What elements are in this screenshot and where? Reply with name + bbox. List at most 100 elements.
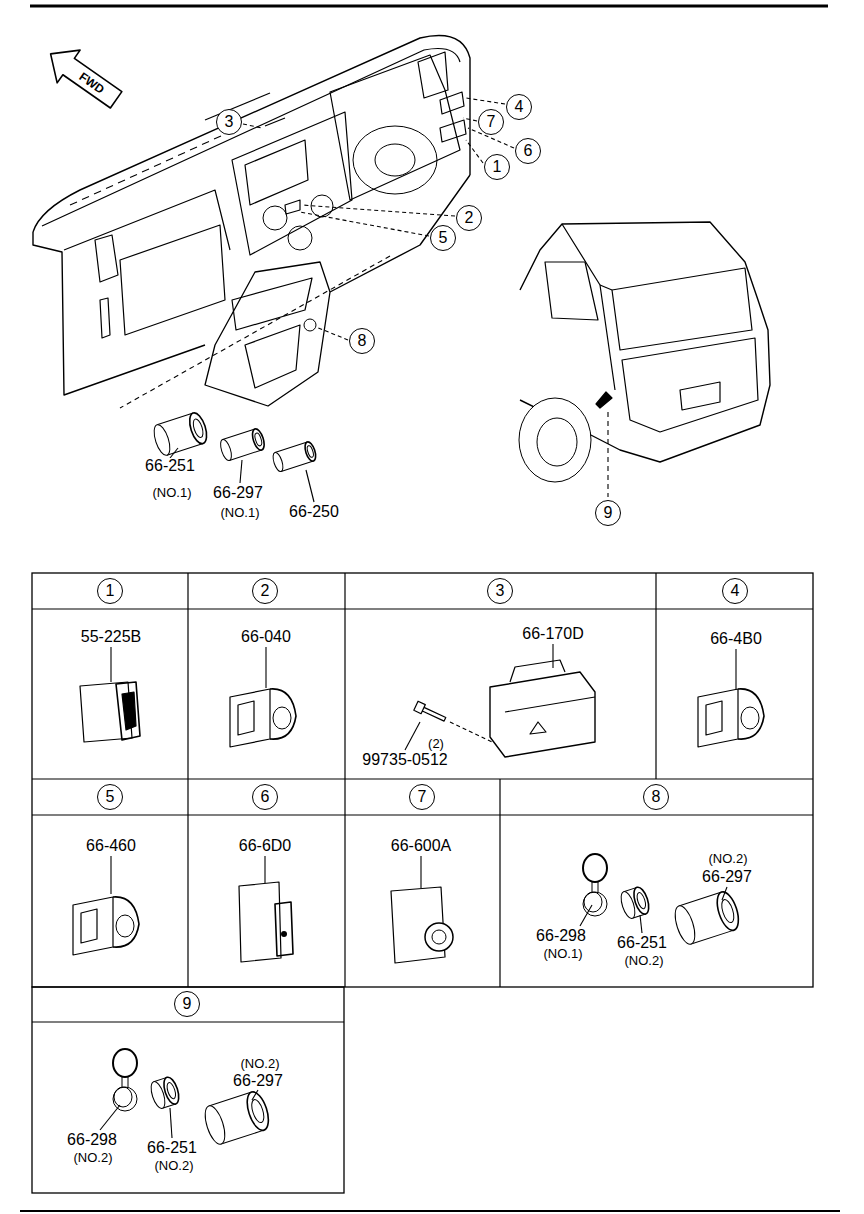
defroster-slot [190,147,197,150]
socket-cap-plug [583,892,607,916]
side-vent [95,235,118,282]
callout-number: 1 [484,154,510,180]
leader-line [243,124,262,128]
dash-lower-left [33,232,205,395]
section-number: 8 [643,784,669,810]
leader-line [607,412,608,497]
socket-bushing [148,1075,181,1110]
part-note: (NO.1) [543,947,584,960]
fwd-arrow [39,38,127,117]
parts-table [32,573,813,1193]
dimmer-switch-body [239,882,281,962]
dimmer-switch [239,882,293,962]
callout-text: 8 [358,333,367,349]
socket-sleeve [151,411,210,457]
center-panel-slot [265,118,285,126]
leader-line [170,448,178,458]
callout-text: 3 [496,583,505,599]
leader-line [552,644,553,668]
push-switch-face [113,897,139,947]
accessory-socket-rim [243,1089,272,1133]
callout-number: 9 [595,500,621,526]
push-switch-body [698,689,738,747]
push-switch-body [230,689,270,747]
callout-number: 2 [456,205,482,231]
part-note: (NO.2) [73,1151,114,1164]
leader-line [463,118,477,121]
fwd-arrow-outline [39,38,127,117]
section-number: 2 [252,578,278,604]
part-leaders [100,448,736,1138]
table-rule [32,608,813,609]
callout-text: 1 [493,159,502,175]
leader-line [120,256,390,408]
part-number: 66-298 [66,1132,118,1148]
callout-text: 4 [515,99,524,115]
hazard-switch-tab [510,660,565,682]
socket-bushing-rim [161,1075,182,1106]
center-panel [232,112,352,255]
dash-lower-right [330,175,470,292]
leader-line [110,856,111,894]
defroster-slot [166,158,173,161]
defroster-slot [130,175,137,178]
leader-line [722,887,727,900]
table-rule [32,1021,344,1022]
switch-slot [285,200,300,214]
defroster-slot [94,191,101,194]
socket-cap-strap [122,1077,128,1087]
table-rule [344,779,345,987]
leader-line [302,205,455,216]
table-rule [32,778,813,779]
leader-line [640,915,642,933]
table-border [32,573,813,987]
table-rule [32,814,813,815]
part-number: 66-251 [146,1140,198,1156]
hazard-switch-body [490,672,595,757]
push-switch-face [738,689,764,739]
leader-line [735,649,736,690]
hazard-switch [490,660,595,757]
callout-number: 8 [349,328,375,354]
screw-shape [414,701,447,724]
callout-text: 5 [439,230,448,246]
side-vent [100,298,110,338]
callout-text: 2 [261,583,270,599]
socket-sleeve-bore [191,418,205,439]
callout-text: 8 [652,789,661,805]
part-number: 66-297 [232,1073,284,1089]
callout-text: 6 [524,143,533,159]
leader-line [316,327,348,340]
part-number: 66-250 [288,504,340,520]
center-screen [245,140,308,205]
push-switch-clip [81,909,97,943]
socket-cap [583,854,607,916]
cigar-lighter-bore [306,445,314,458]
section-number: 7 [409,784,435,810]
leader-line [265,647,266,688]
leader-line [110,647,111,682]
leader-line [170,1108,172,1138]
part-note: (NO.2) [708,852,749,865]
socket-cap-strap [592,882,598,892]
callout-number: 5 [430,225,456,251]
dash-top [33,36,470,233]
accessory-socket-bore [719,898,736,924]
table-rule [187,573,188,779]
leader-line [466,140,483,163]
vehicle-window [545,262,598,320]
socket-bushing-bore [165,1082,177,1100]
vehicle-pillar [562,224,615,390]
hazard-switch-edge [505,697,595,712]
part-note: (NO.2) [240,1057,281,1070]
part-number: 66-251 [616,935,668,951]
leader-line [466,98,505,104]
table-rule [499,779,500,987]
accessory-socket-end [671,904,699,947]
push-switch-face [270,689,296,739]
callout-text: 3 [225,114,234,130]
side-vent [418,52,448,98]
section-number: 4 [722,578,748,604]
callout-number: 7 [478,109,504,135]
